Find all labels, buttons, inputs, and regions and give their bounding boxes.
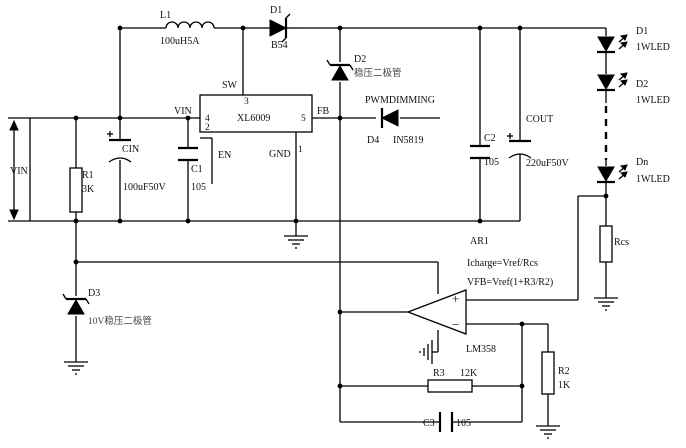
d4-pwm-label: PWMDIMMING bbox=[365, 95, 435, 106]
r2-ref-label: R2 bbox=[558, 366, 570, 377]
ic-en-label: EN bbox=[218, 150, 231, 161]
r3-ref-label: R3 bbox=[433, 368, 445, 379]
cout-value-label: 220uF50V bbox=[526, 158, 570, 169]
r1-value-label: 3K bbox=[82, 184, 95, 195]
d4-value-label: IN5819 bbox=[393, 135, 424, 146]
ic-pin5-label: 5 bbox=[301, 114, 306, 124]
ic-vin-label: VIN bbox=[174, 106, 192, 117]
r1-ref-label: R1 bbox=[82, 170, 94, 181]
r3-value-label: 12K bbox=[460, 368, 478, 379]
ic-gnd-label: GND bbox=[269, 149, 291, 160]
resistor-r1: R1 3K bbox=[69, 167, 95, 213]
d3-value-label: 10V稳压二极管 bbox=[88, 315, 152, 327]
c1-value-label: 105 bbox=[191, 182, 206, 193]
diode-d1: D1 B54 bbox=[269, 5, 301, 51]
ic-name-label: XL6009 bbox=[237, 113, 270, 124]
opamp-ar1: + − AR1 LM358 bbox=[406, 236, 496, 355]
vin-indicator: VIN bbox=[8, 117, 30, 222]
cout-ref-label: COUT bbox=[526, 114, 553, 125]
inductor-ref-label: L1 bbox=[160, 10, 171, 21]
zener-d3: D3 10V稳压二极管 bbox=[62, 288, 152, 327]
d2-ref-label: D2 bbox=[354, 54, 366, 65]
wiring bbox=[29, 27, 608, 426]
opamp-plus-label: + bbox=[452, 291, 459, 306]
capacitor-c2: C2 105 bbox=[470, 133, 499, 168]
ground-symbol-d3 bbox=[64, 361, 88, 375]
led-n-ref-label: Dn bbox=[636, 157, 648, 168]
ar1-ref-label: AR1 bbox=[470, 236, 489, 247]
cin-ref-label: CIN bbox=[122, 144, 139, 155]
c3-value-label: 105 bbox=[456, 418, 471, 429]
c2-value-label: 105 bbox=[484, 157, 499, 168]
d3-ref-label: D3 bbox=[88, 288, 100, 299]
led-n: Dn 1WLED bbox=[597, 157, 670, 185]
capacitor-c3: C3 105 bbox=[423, 412, 471, 432]
rcs-label: Rcs bbox=[614, 237, 629, 248]
ic-pin1-label: 1 bbox=[298, 145, 303, 155]
led-2: D2 1WLED bbox=[597, 72, 670, 106]
opamp-part-label: LM358 bbox=[466, 344, 496, 355]
capacitor-cin: CIN 100uF50V bbox=[107, 131, 167, 193]
ic-pin2-label: 2 bbox=[205, 123, 210, 133]
formula-annotations: Icharge=Vref/Rcs VFB=Vref(1+R3/R2) bbox=[467, 258, 553, 288]
inductor-value-label: 100uH5A bbox=[160, 36, 200, 47]
d4-ref-label: D4 bbox=[367, 135, 379, 146]
ground-symbol-opamp bbox=[419, 340, 433, 364]
led-1: D1 1WLED bbox=[597, 26, 670, 54]
ic-fb-label: FB bbox=[317, 106, 330, 117]
d1-ref-label: D1 bbox=[270, 5, 282, 16]
ic-sw-label: SW bbox=[222, 80, 238, 91]
led-2-value-label: 1WLED bbox=[636, 95, 670, 106]
zener-d2: D2 稳压二极管 bbox=[326, 54, 402, 81]
diode-d4: PWMDIMMING D4 IN5819 bbox=[365, 95, 435, 146]
opamp-minus-label: − bbox=[452, 317, 459, 332]
led-2-ref-label: D2 bbox=[636, 79, 648, 90]
resistor-rcs: Rcs bbox=[599, 225, 629, 263]
ic-pin4-label: 4 bbox=[205, 114, 210, 124]
ic-xl6009: XL6009 SW 3 VIN 4 2 EN FB 5 GND 1 bbox=[174, 80, 330, 161]
ground-symbol-ic bbox=[284, 235, 308, 249]
r2-value-label: 1K bbox=[558, 380, 571, 391]
d2-value-label: 稳压二极管 bbox=[354, 67, 402, 79]
ground-symbol-r2 bbox=[536, 425, 560, 439]
vin-label: VIN bbox=[10, 166, 28, 177]
ground-symbol-rcs bbox=[594, 297, 618, 311]
led-1-ref-label: D1 bbox=[636, 26, 648, 37]
led-1-value-label: 1WLED bbox=[636, 42, 670, 53]
capacitor-cout: COUT 220uF50V bbox=[507, 114, 570, 169]
resistor-r2: R2 1K bbox=[541, 351, 571, 395]
cin-value-label: 100uF50V bbox=[123, 182, 167, 193]
d1-value-label: B54 bbox=[271, 40, 288, 51]
inductor-l1: L1 100uH5A bbox=[160, 10, 215, 47]
resistor-r3: R3 12K bbox=[427, 368, 478, 393]
c3-ref-label: C3 bbox=[423, 418, 435, 429]
vfb-formula: VFB=Vref(1+R3/R2) bbox=[467, 277, 553, 288]
ic-pin3-label: 3 bbox=[244, 97, 249, 107]
c1-ref-label: C1 bbox=[191, 164, 203, 175]
capacitor-c1: C1 105 bbox=[178, 146, 206, 193]
c2-ref-label: C2 bbox=[484, 133, 496, 144]
led-n-value-label: 1WLED bbox=[636, 174, 670, 185]
junction-dots bbox=[73, 25, 609, 389]
icharge-formula: Icharge=Vref/Rcs bbox=[467, 258, 538, 269]
